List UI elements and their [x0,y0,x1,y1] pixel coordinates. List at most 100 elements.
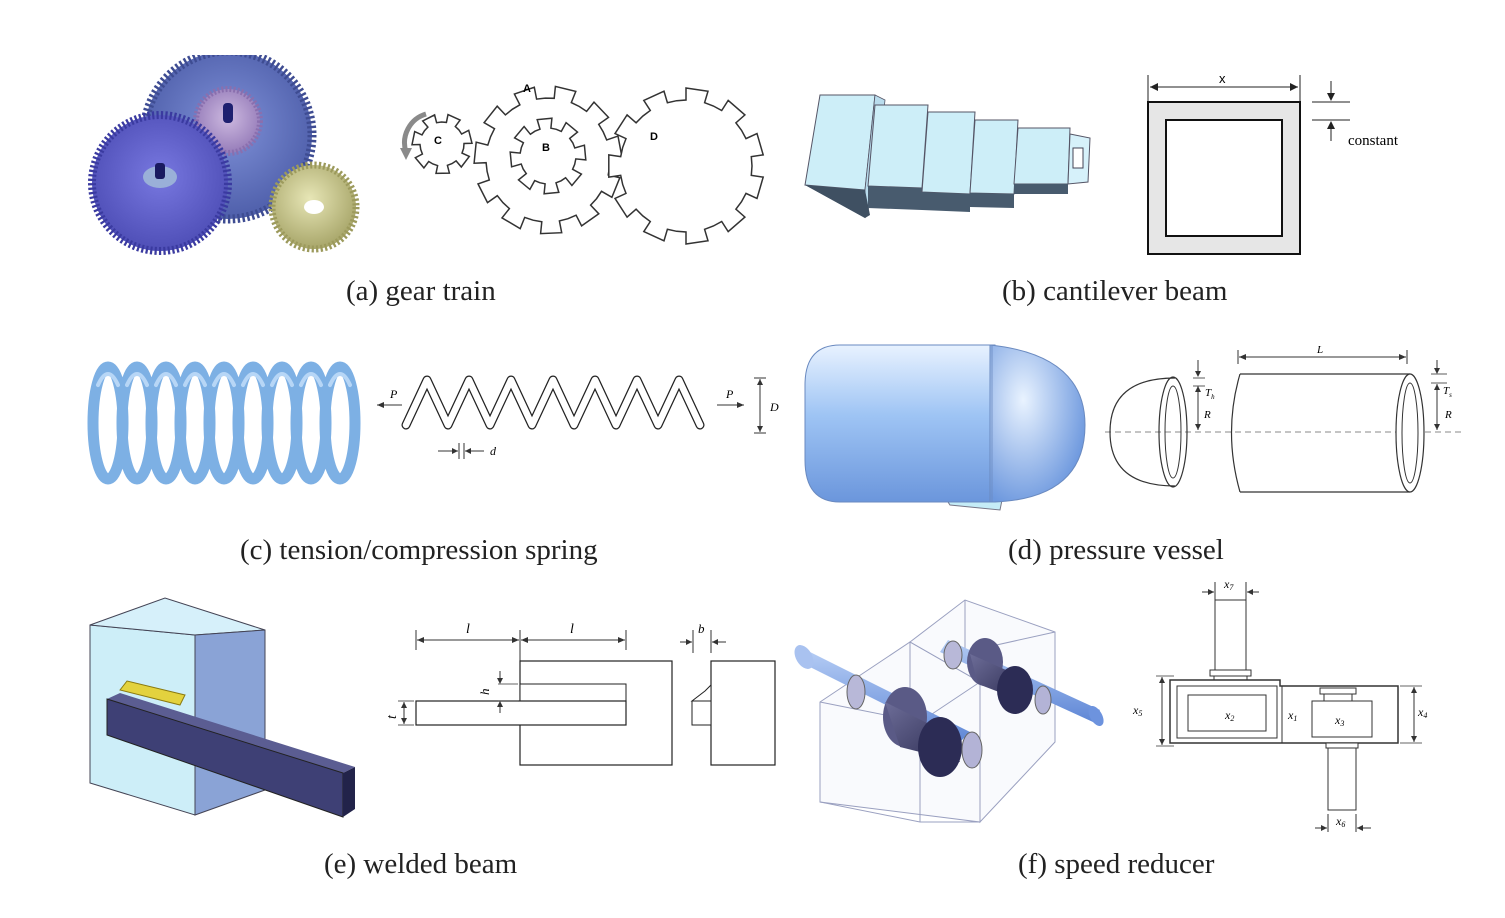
caption-spring: (c) tension/compression spring [240,534,598,566]
spring-coil-highlight [125,372,149,387]
spring-coil-highlight [241,372,265,387]
cantilever-beam-3d [800,90,1100,230]
svg-text:x4: x4 [1417,705,1427,720]
head-outer [1109,377,1176,487]
gear-train-3d-render [80,46,370,260]
side-weld [690,683,712,702]
spring-coil-highlight [212,372,236,387]
bearing-3 [943,640,963,670]
gear-x3 [1311,700,1373,738]
weld [119,680,186,706]
beam-segment-4 [969,119,1019,208]
lower-shaft [1327,747,1357,811]
svg-text:Th: Th [1205,387,1215,401]
gear-roller-1 [883,687,962,777]
pressure-vessel-3d [800,330,1095,520]
x1-label: x [1287,708,1294,722]
weld-region [519,683,627,702]
x2-label: x [1224,708,1231,722]
cantilever-cross-section: x constant [1140,65,1440,265]
spring-2d-diagram: P P D d [372,365,792,465]
beam-profile [415,700,627,726]
svg-text:x1: x1 [1287,708,1297,723]
gear-label-a: A [523,83,531,95]
welded-beam-3d [85,595,365,825]
x6-label: x [1335,814,1342,828]
gear-b [509,117,587,195]
vessel-shell [804,344,996,503]
shell-rim-inner [1401,382,1419,484]
spring-coil-highlight [299,372,323,387]
thickness-label-t: t [385,714,400,719]
caption-cantilever-beam: (b) cantilever beam [1002,275,1228,307]
beam-top [107,693,355,773]
side-beam [691,700,712,726]
gear-label-b: B [542,142,550,154]
shell-thickness-label: T [1443,385,1450,397]
head-rim-inner [1164,385,1182,479]
gear-roller-2 [967,638,1033,714]
pressure-vessel-2d: Th R L Ts R [1105,340,1465,500]
svg-text:x6: x6 [1335,814,1345,829]
x4-label: x [1417,705,1424,719]
spring-coil-highlight [328,372,352,387]
upper-shaft [1214,599,1247,671]
beam-segment-1 [804,94,886,219]
spring-coil-highlight [96,372,120,387]
head-thickness-label: T [1205,387,1212,399]
spring-coil [319,361,361,485]
head-rim-outer [1158,376,1188,488]
head-thickness-sub: h [1211,393,1215,401]
shell-thickness-sub: s [1449,391,1452,399]
width-label-b: b [698,621,705,636]
caption-speed-reducer: (f) speed reducer [1018,848,1215,880]
width-label-x: x [1219,71,1226,86]
spring-3d-render [80,345,370,495]
caption-welded-beam: (e) welded beam [324,848,518,880]
speed-reducer-3d [790,592,1110,827]
vessel-head [989,344,1086,503]
x3-label: x [1334,713,1341,727]
hollow-section-inner [1165,119,1283,237]
x7-label: x [1223,578,1230,591]
beam-segment-6-end [1067,133,1091,185]
head-radius-label: R [1203,409,1211,421]
svg-text:Ts: Ts [1443,385,1452,399]
gear-label-d: D [650,131,658,143]
svg-text:x3: x3 [1334,713,1344,728]
shell-rim-outer [1395,373,1425,493]
bearing-2 [961,731,983,769]
bearing-1 [846,674,866,710]
x5-label: x [1132,703,1139,717]
spring-coil-highlight [154,372,178,387]
welded-beam-2d: l l h t b [380,595,780,820]
shell-radius-label: R [1444,409,1452,421]
thickness-label: constant [1348,133,1399,149]
force-label-left: P [389,387,398,401]
gear-train-2d-diagram: C A B D [390,72,770,252]
beam-segment-3 [921,111,976,212]
beam-end [343,767,355,817]
gear-c [411,113,473,175]
caption-gear-train: (a) gear train [346,275,496,307]
diameter-label: D [769,400,779,414]
wire-diameter-label: d [490,444,497,458]
gear-label-c: C [434,135,442,147]
svg-text:x2: x2 [1224,708,1234,723]
beam-segment-5 [1013,127,1071,194]
gear-x2 [1187,694,1267,732]
length-label-2: l [570,622,574,637]
spring-coil-highlight [270,372,294,387]
side-block [710,660,776,766]
rotation-arrow [402,111,427,153]
gear-d [608,87,765,245]
length-label-1: l [466,622,470,637]
beam-segment-2 [867,104,929,210]
shell-body [1240,373,1410,493]
length-label: L [1316,344,1323,356]
shaft-low-speed [794,645,970,742]
weld-height-label: h [477,689,492,696]
speed-reducer-2d: x7 x2 x1 x3 x6 x5 x4 [1130,577,1430,836]
svg-text:x7: x7 [1223,578,1234,592]
bearing-4 [1034,685,1052,715]
